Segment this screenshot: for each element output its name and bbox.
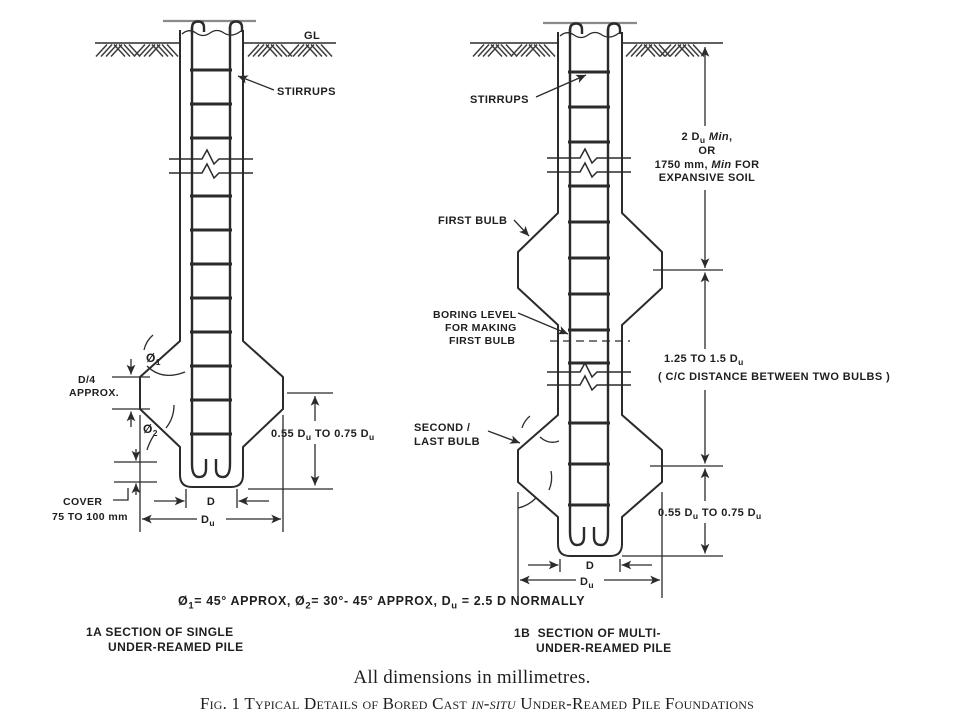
ground-surface: GL xyxy=(95,30,723,58)
dimension-shaft-diameter: D xyxy=(154,489,269,508)
dimension-bulb-diameter: Du xyxy=(517,492,663,598)
rebar-hook xyxy=(228,20,244,34)
angle-arc xyxy=(165,404,175,429)
section-caption: UNDER-REAMED PILE xyxy=(108,640,243,654)
units-note: All dimensions in millimetres. xyxy=(353,667,590,688)
angle-arc xyxy=(539,436,560,443)
multi-pile-section: STIRRUPS FIRST BULB BORING LEVEL FOR MAK… xyxy=(414,21,890,655)
angle-phi2 xyxy=(517,470,553,509)
boring-level-text: BORING LEVEL xyxy=(433,309,517,321)
rebar-hook xyxy=(568,22,584,36)
second-bulb-leader xyxy=(487,430,521,444)
dimension-bulb-height: 0.55 Du TO 0.75 Du xyxy=(248,392,375,490)
shaft-diameter-label: D xyxy=(586,560,594,572)
single-pile-section: STIRRUPS D/4 APPROX. Ø1 Ø2 0.55 Du TO 0.… xyxy=(52,19,375,654)
cover-leader xyxy=(113,488,129,501)
dimension-shaft-diameter: D xyxy=(528,559,652,572)
embedment-dim-label: EXPANSIVE SOIL xyxy=(659,172,755,184)
angle-arc xyxy=(146,434,155,451)
bulb-diameter-label: Du xyxy=(201,514,215,528)
dimension-bulb-height: 0.55 Du TO 0.75 Du xyxy=(622,468,762,557)
phi1-label: Ø1 xyxy=(146,351,161,367)
rebar-cage xyxy=(568,22,622,547)
angle-arc xyxy=(521,415,531,429)
shaft-diameter-label: D xyxy=(207,496,215,508)
embedment-dim-label: 2 Du Min, xyxy=(682,131,733,145)
bulb-spacing-dim-label: 1.25 TO 1.5 Du xyxy=(664,353,744,367)
cover-label: 75 TO 100 mm xyxy=(52,511,128,523)
rebar-hook xyxy=(190,450,208,479)
rebar-hook xyxy=(592,518,610,547)
d4-label: D/4 xyxy=(78,374,96,386)
ground-level-label: GL xyxy=(304,30,320,42)
angle-arc xyxy=(548,470,553,491)
embedment-dim-label: 1750 mm, Min FOR xyxy=(655,159,760,171)
bulb-height-dim-label: 0.55 Du TO 0.75 Du xyxy=(271,428,375,442)
second-bulb-text: SECOND / xyxy=(414,422,470,434)
angle-arc xyxy=(146,365,186,377)
boring-level-leader xyxy=(517,312,569,335)
dimension-embedment: 2 Du Min, OR 1750 mm, Min FOR EXPANSIVE … xyxy=(653,47,760,271)
boring-level-label: BORING LEVEL FOR MAKING FIRST BULB xyxy=(433,309,569,347)
phi2-label: Ø2 xyxy=(143,422,158,438)
section-caption: 1B SECTION OF MULTI- xyxy=(514,626,661,640)
angle-arc xyxy=(517,497,537,509)
dimension-cover: COVER 75 TO 100 mm xyxy=(52,449,157,523)
second-bulb-label: SECOND / LAST BULB xyxy=(414,422,521,448)
first-bulb-leader xyxy=(513,219,530,237)
stirrups-label: STIRRUPS xyxy=(470,94,529,106)
angle-arc xyxy=(143,334,154,351)
rebar-hook xyxy=(606,22,622,36)
stirrups-leader xyxy=(535,74,587,98)
angle-phi2: Ø2 xyxy=(143,404,175,451)
figure-caption: Fig. 1 Typical Details of Bored Cast in-… xyxy=(200,694,754,713)
second-bulb-text: LAST BULB xyxy=(414,436,480,448)
pile-outline xyxy=(139,30,284,488)
rebar-hook xyxy=(214,450,232,479)
rebar-cage xyxy=(190,20,244,479)
d4-label: APPROX. xyxy=(69,387,119,399)
section-caption: UNDER-REAMED PILE xyxy=(536,641,671,655)
first-bulb-label: FIRST BULB xyxy=(438,215,507,227)
stirrups-label: STIRRUPS xyxy=(277,86,336,98)
boring-level-text: FIRST BULB xyxy=(449,335,515,347)
stirrups-leader xyxy=(237,75,275,91)
section-caption: 1A SECTION OF SINGLE xyxy=(86,625,234,639)
dimension-bulb-diameter: Du xyxy=(139,415,284,532)
dimension-bulb-spacing: 1.25 TO 1.5 Du ( C/C DISTANCE BETWEEN TW… xyxy=(650,272,890,467)
cover-label: COVER xyxy=(63,496,102,508)
dimension-d4: D/4 APPROX. xyxy=(69,359,150,427)
rebar-hook xyxy=(190,20,206,34)
angle-phi1 xyxy=(521,415,560,443)
bulb-spacing-dim-label: ( C/C DISTANCE BETWEEN TWO BULBS ) xyxy=(658,371,890,383)
break-symbol xyxy=(168,149,254,179)
bulb-height-dim-label: 0.55 Du TO 0.75 Du xyxy=(658,507,762,521)
angle-formula-note: Ø1= 45° APPROX, Ø2= 30°- 45° APPROX, Du … xyxy=(178,594,585,612)
bulb-diameter-label: Du xyxy=(580,576,594,590)
embedment-dim-label: OR xyxy=(698,145,715,157)
rebar-hook xyxy=(568,518,586,547)
angle-phi1: Ø1 xyxy=(143,334,186,377)
boring-level-text: FOR MAKING xyxy=(445,322,517,334)
ground-hatch xyxy=(95,43,705,58)
